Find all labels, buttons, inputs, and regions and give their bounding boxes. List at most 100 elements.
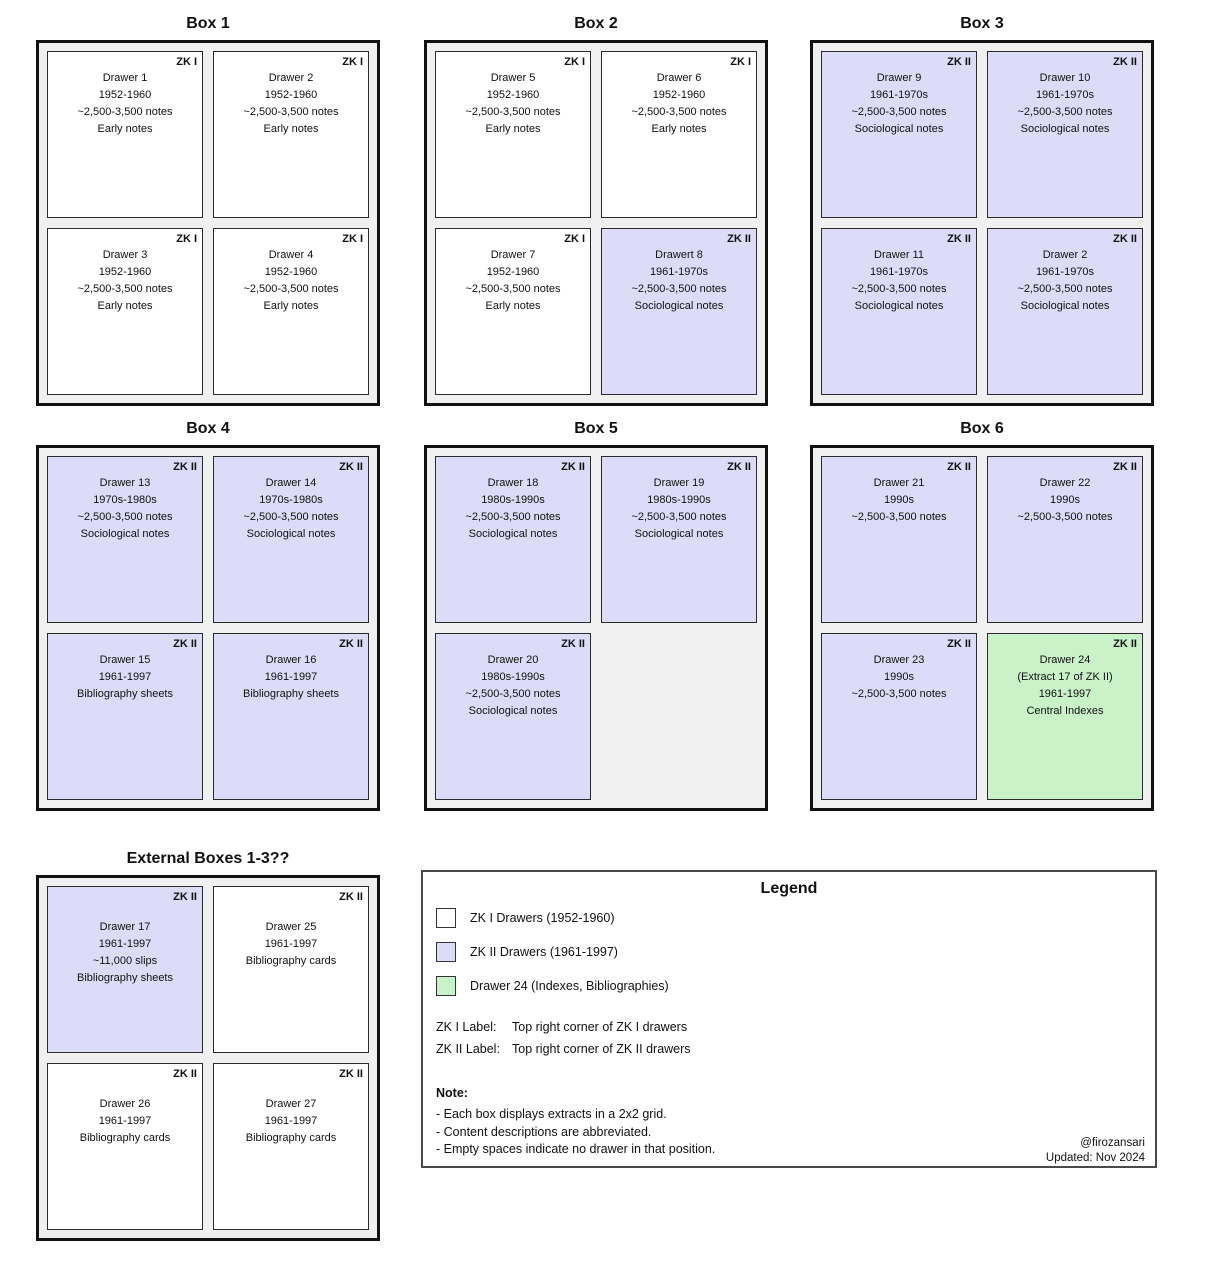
note-bullet-1: - Each box displays extracts in a 2x2 gr… xyxy=(436,1107,667,1121)
note-heading: Note: xyxy=(436,1086,468,1100)
zk-label: ZK II xyxy=(727,233,751,245)
zk-label: ZK II xyxy=(173,638,197,650)
zk-label: ZK II xyxy=(1113,56,1137,68)
zk-label: ZK II xyxy=(339,1068,363,1080)
zk-label: ZK II xyxy=(173,461,197,473)
zk-label: ZK II xyxy=(561,461,585,473)
zk-label: ZK I xyxy=(342,233,363,245)
legend-swatch-list: ZK I Drawers (1952-1960) ZK II Drawers (… xyxy=(436,901,669,1003)
zk-label: ZK I xyxy=(342,56,363,68)
zk-label: ZK II xyxy=(339,891,363,903)
legend-item-label: ZK I Drawers (1952-1960) xyxy=(470,911,615,925)
zk-label: ZK I xyxy=(564,56,585,68)
zk-label: ZK I xyxy=(730,56,751,68)
credit-block: @firozansari Updated: Nov 2024 xyxy=(1046,1136,1145,1166)
zk2-label-desc: Top right corner of ZK II drawers xyxy=(512,1042,691,1056)
zk-label: ZK II xyxy=(339,638,363,650)
zk-label: ZK II xyxy=(727,461,751,473)
legend-item-drawer24: Drawer 24 (Indexes, Bibliographies) xyxy=(436,969,669,1003)
zk-label: ZK I xyxy=(176,233,197,245)
zk-label: ZK II xyxy=(173,1068,197,1080)
zk-label: ZK II xyxy=(173,891,197,903)
drawer-24: ZK II Drawer 24(Extract 17 of ZK II)1961… xyxy=(987,633,1143,800)
external-boxes-title: External Boxes 1-3?? xyxy=(126,850,290,867)
zk-label: ZK II xyxy=(947,233,971,245)
zk-label: ZK II xyxy=(561,638,585,650)
zk-label: ZK II xyxy=(339,461,363,473)
box-1-title: Box 1 xyxy=(186,15,230,32)
drawer24-color-swatch xyxy=(436,976,456,996)
note-bullets: - Each box displays extracts in a 2x2 gr… xyxy=(436,1106,715,1159)
zk1-label-term: ZK I Label: xyxy=(436,1020,497,1034)
legend-item-label: ZK II Drawers (1961-1997) xyxy=(470,945,618,959)
zk1-label-row: ZK I Label: Top right corner of ZK I dra… xyxy=(436,1016,691,1038)
box-6-title: Box 6 xyxy=(960,420,1004,437)
note-bullet-3: - Empty spaces indicate no drawer in tha… xyxy=(436,1142,716,1156)
box-5-title: Box 5 xyxy=(574,420,618,437)
box-2-title: Box 2 xyxy=(574,15,618,32)
zk-label: ZK II xyxy=(947,638,971,650)
zk2-color-swatch xyxy=(436,942,456,962)
credit-handle: @firozansari xyxy=(1080,1137,1145,1149)
zk-label: ZK I xyxy=(176,56,197,68)
note-bullet-2: - Content descriptions are abbreviated. xyxy=(436,1124,652,1139)
box-3-title: Box 3 xyxy=(960,15,1004,32)
zk-label: ZK II xyxy=(1113,461,1137,473)
zk-label: ZK II xyxy=(1113,638,1137,650)
